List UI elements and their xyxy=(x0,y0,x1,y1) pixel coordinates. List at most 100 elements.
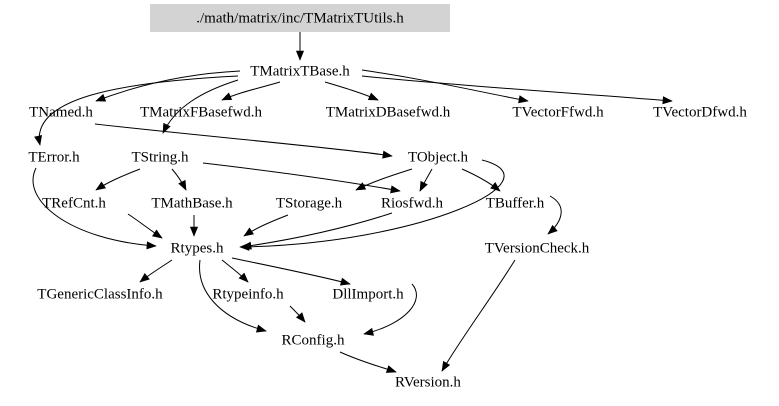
graph-node-rconfig[interactable]: RConfig.h xyxy=(282,332,345,348)
nodes-layer: ./math/matrix/inc/TMatrixTUtils.hTMatrix… xyxy=(28,4,747,390)
edge-line xyxy=(441,259,516,372)
arrow-head-icon xyxy=(295,312,306,323)
graph-node-tstorage[interactable]: TStorage.h xyxy=(276,195,343,211)
edge-line xyxy=(202,162,401,192)
node-label-tmathbase: TMathBase.h xyxy=(151,195,233,211)
edge-line xyxy=(361,69,529,102)
node-label-rversion: RVersion.h xyxy=(395,374,461,390)
arrow-head-icon xyxy=(295,50,305,61)
arrow-head-icon xyxy=(441,360,451,372)
edge-tstring-to-tmathbase xyxy=(171,168,187,191)
edge-rtypes-to-rtypeinfo xyxy=(221,259,249,283)
graph-node-rtypes[interactable]: Rtypes.h xyxy=(171,240,224,256)
arrow-head-icon xyxy=(95,181,106,191)
edge-line xyxy=(199,259,267,332)
graph-node-rversion[interactable]: RVersion.h xyxy=(395,374,461,390)
arrow-head-icon xyxy=(363,327,374,336)
graph-node-trefcnt[interactable]: TRefCnt.h xyxy=(42,195,106,211)
edge-tstring-to-riosfwd xyxy=(202,162,401,194)
edge-line xyxy=(361,75,673,102)
arrow-head-icon xyxy=(189,226,199,237)
graph-node-terror[interactable]: TError.h xyxy=(28,149,80,165)
graph-node-tmathbase[interactable]: TMathBase.h xyxy=(151,195,233,211)
arrow-head-icon xyxy=(152,229,163,239)
node-label-trefcnt: TRefCnt.h xyxy=(42,195,106,211)
arrow-head-icon xyxy=(382,150,393,159)
graph-node-rtypeinfo[interactable]: Rtypeinfo.h xyxy=(212,286,284,302)
edge-tmathbase-to-rtypes xyxy=(189,214,199,237)
graph-node-tvectorffwd[interactable]: TVectorFfwd.h xyxy=(512,104,604,120)
arrow-head-icon xyxy=(255,324,267,333)
node-label-tnamed: TNamed.h xyxy=(29,104,93,120)
node-label-terror: TError.h xyxy=(28,149,80,165)
edge-tbuffer-to-tversioncheck xyxy=(547,195,562,235)
edge-trefcnt-to-rtypes xyxy=(127,213,163,239)
edge-tstring-to-trefcnt xyxy=(95,168,141,191)
edge-dllimport-to-rconfig xyxy=(363,283,417,336)
edge-tmatrixtbase-to-terror xyxy=(34,75,239,146)
arrow-head-icon xyxy=(162,122,171,134)
graph-node-tmatrixtbase[interactable]: TMatrixTBase.h xyxy=(250,63,350,79)
arrow-head-icon xyxy=(139,273,150,283)
node-label-riosfwd: Riosfwd.h xyxy=(381,195,444,211)
edge-tnamed-to-tobject xyxy=(94,123,393,159)
edge-tmatrixtbase-to-tmatrixdbasefwd xyxy=(324,81,379,101)
node-label-tgenericclassinfo: TGenericClassInfo.h xyxy=(37,286,163,302)
edge-rtypes-to-tgenericclassinfo xyxy=(139,259,173,283)
node-label-root: ./math/matrix/inc/TMatrixTUtils.h xyxy=(196,10,404,26)
edge-line xyxy=(241,212,393,248)
arrow-head-icon xyxy=(238,272,249,283)
edge-tmatrixtbase-to-tstring xyxy=(162,79,239,134)
graph-node-tbuffer[interactable]: TBuffer.h xyxy=(486,195,545,211)
graph-node-tversioncheck[interactable]: TVersionCheck.h xyxy=(485,240,590,256)
node-label-tversioncheck: TVersionCheck.h xyxy=(485,240,590,256)
graph-node-dllimport[interactable]: DllImport.h xyxy=(332,286,404,302)
arrow-head-icon xyxy=(385,365,397,373)
node-background-root xyxy=(150,4,450,32)
edge-rtypeinfo-to-rconfig xyxy=(289,305,306,323)
edge-tmatrixtbase-to-tvectordfwd xyxy=(361,75,673,105)
arrow-head-icon xyxy=(241,241,252,250)
arrow-head-icon xyxy=(419,180,428,192)
edge-tversioncheck-to-rversion xyxy=(441,259,516,372)
edge-terror-to-rtypes xyxy=(32,167,157,250)
arrow-head-icon xyxy=(95,93,107,102)
node-label-tmatrixdbasefwd: TMatrixDBasefwd.h xyxy=(326,104,451,120)
node-label-tvectorffwd: TVectorFfwd.h xyxy=(512,104,604,120)
edge-tmatrixtbase-to-tmatrixfbasefwd xyxy=(221,81,281,101)
arrow-head-icon xyxy=(339,277,351,286)
arrow-head-icon xyxy=(355,182,367,191)
node-label-tvectordfwd: TVectorDfwd.h xyxy=(653,104,747,120)
edge-tobject-to-tbuffer xyxy=(461,168,501,192)
edge-tobject-to-tstorage xyxy=(355,168,413,191)
edge-rtypes-to-dllimport xyxy=(231,257,351,286)
edges-layer xyxy=(32,32,673,373)
edge-line xyxy=(94,123,393,157)
node-label-dllimport: DllImport.h xyxy=(332,286,404,302)
node-label-tstring: TString.h xyxy=(131,149,189,165)
graph-node-tgenericclassinfo[interactable]: TGenericClassInfo.h xyxy=(37,286,163,302)
arrow-head-icon xyxy=(547,224,558,235)
edge-line xyxy=(38,75,239,146)
edge-line xyxy=(239,159,505,248)
node-label-tbuffer: TBuffer.h xyxy=(486,195,545,211)
graph-node-tobject[interactable]: TObject.h xyxy=(408,149,469,165)
graph-node-tvectordfwd[interactable]: TVectorDfwd.h xyxy=(653,104,747,120)
arrow-head-icon xyxy=(34,135,43,146)
edge-riosfwd-to-rtypes xyxy=(241,212,393,250)
graph-node-tmatrixfbasefwd[interactable]: TMatrixFBasefwd.h xyxy=(140,104,263,120)
node-label-tstorage: TStorage.h xyxy=(276,195,343,211)
arrow-head-icon xyxy=(662,96,673,105)
graph-node-tnamed[interactable]: TNamed.h xyxy=(29,104,93,120)
edge-line xyxy=(95,70,241,102)
graph-node-tstring[interactable]: TString.h xyxy=(131,149,189,165)
graph-node-riosfwd[interactable]: Riosfwd.h xyxy=(381,195,444,211)
arrow-head-icon xyxy=(221,92,233,101)
edge-tobject-to-riosfwd xyxy=(419,168,433,192)
node-label-rtypes: Rtypes.h xyxy=(171,240,224,256)
graph-node-tmatrixdbasefwd[interactable]: TMatrixDBasefwd.h xyxy=(326,104,451,120)
edge-line xyxy=(231,257,351,285)
graph-node-root[interactable]: ./math/matrix/inc/TMatrixTUtils.h xyxy=(150,4,450,32)
